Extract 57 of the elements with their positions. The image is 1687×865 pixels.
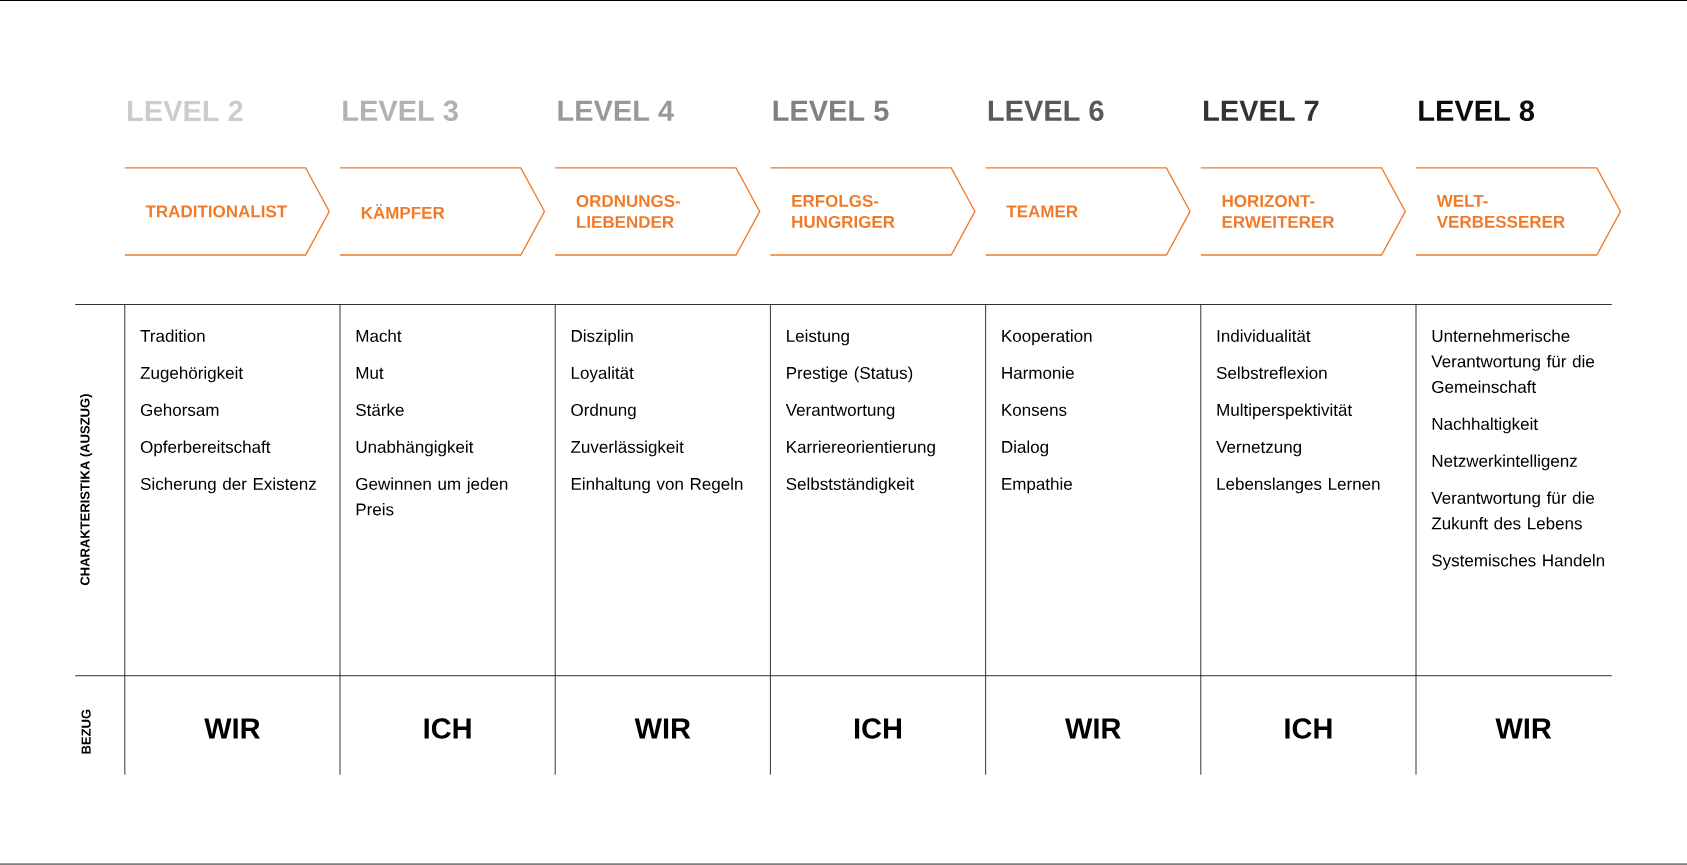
list-item: Opferbereitschaft [140, 440, 271, 457]
list-item: Unabhängigkeit [356, 440, 474, 457]
level-heading: LEVEL 3 [343, 100, 458, 122]
list-item: Verantwortung [785, 404, 895, 420]
level-step-box: ERFOLGS- HUNGRIGER [769, 167, 976, 256]
reference-word: ICH [424, 718, 471, 739]
list-item: Vernetzung [1216, 441, 1301, 457]
list-item: Multiperspektivität [1217, 403, 1352, 420]
reference-word: WIR [1495, 718, 1552, 739]
list-item: Loyalität [571, 366, 634, 383]
list-item: Gehorsam [140, 403, 219, 416]
list-item: Tradition [140, 329, 205, 342]
list-item: Ordnung [571, 403, 636, 420]
list-item: Einhaltung von Regeln [571, 477, 743, 494]
level-step-box: HORIZONT- ERWEITERER [1200, 167, 1407, 256]
list-item: Sicherung der Existenz [140, 477, 316, 494]
list-item: Karriereorientierung [787, 440, 935, 457]
list-item: Gewinnen um jeden Preis [356, 477, 508, 516]
row-header: BEZUG [81, 709, 91, 754]
list-item: Verantwortung für die Zukunft des Lebens [1431, 491, 1594, 530]
level-step-box: WELT- VERBESSERER [1415, 167, 1622, 256]
list-item: Selbstreflexion [1216, 366, 1327, 379]
level-step-box: TEAMER [984, 167, 1191, 256]
reference-word: WIR [634, 718, 691, 739]
list-item: Dialog [1002, 440, 1048, 457]
list-item: Prestige (Status) [787, 366, 913, 383]
reference-word: ICH [1285, 718, 1332, 739]
level-heading: LEVEL 4 [558, 100, 674, 121]
level-heading: LEVEL 8 [1419, 100, 1535, 122]
list-item: Unternehmerische Verantwortung für die Gemeinschaft [1431, 329, 1594, 393]
reference-word: WIR [204, 718, 260, 739]
list-item: Netzwerkintelligenz [1432, 454, 1577, 471]
list-item: Empathie [1002, 477, 1072, 494]
list-item: Macht [356, 329, 402, 342]
list-item: Systemisches Handeln [1432, 554, 1605, 570]
level-heading: LEVEL 6 [988, 100, 1104, 122]
list-item: Disziplin [571, 329, 633, 346]
level-heading: LEVEL 5 [773, 100, 889, 121]
level-heading: LEVEL 7 [1204, 100, 1319, 121]
list-item: Nachhaltigkeit [1432, 417, 1538, 434]
list-item: Leistung [787, 329, 849, 346]
list-item: Harmonie [1002, 366, 1074, 379]
list-item: Mut [356, 367, 384, 379]
list-item: Zuverlässigkeit [571, 440, 684, 457]
list-item: Zugehörigkeit [140, 366, 243, 383]
list-item: Individualität [1217, 329, 1311, 342]
reference-word: WIR [1065, 718, 1121, 739]
level-step-box: KÄMPFER [339, 167, 546, 256]
list-item: Lebenslanges Lernen [1217, 477, 1380, 494]
level-step-box: ORDNUNGS- LIEBENDER [554, 167, 761, 256]
list-item: Selbstständigkeit [786, 477, 915, 494]
level-step-box: TRADITIONALIST [124, 167, 331, 256]
row-header: CHARAKTERISTIKA (AUSZUG) [80, 394, 93, 586]
list-item: Stärke [356, 403, 404, 416]
reference-word: ICH [855, 718, 902, 739]
list-item: Kooperation [1002, 329, 1092, 346]
list-item: Konsens [1002, 404, 1067, 416]
